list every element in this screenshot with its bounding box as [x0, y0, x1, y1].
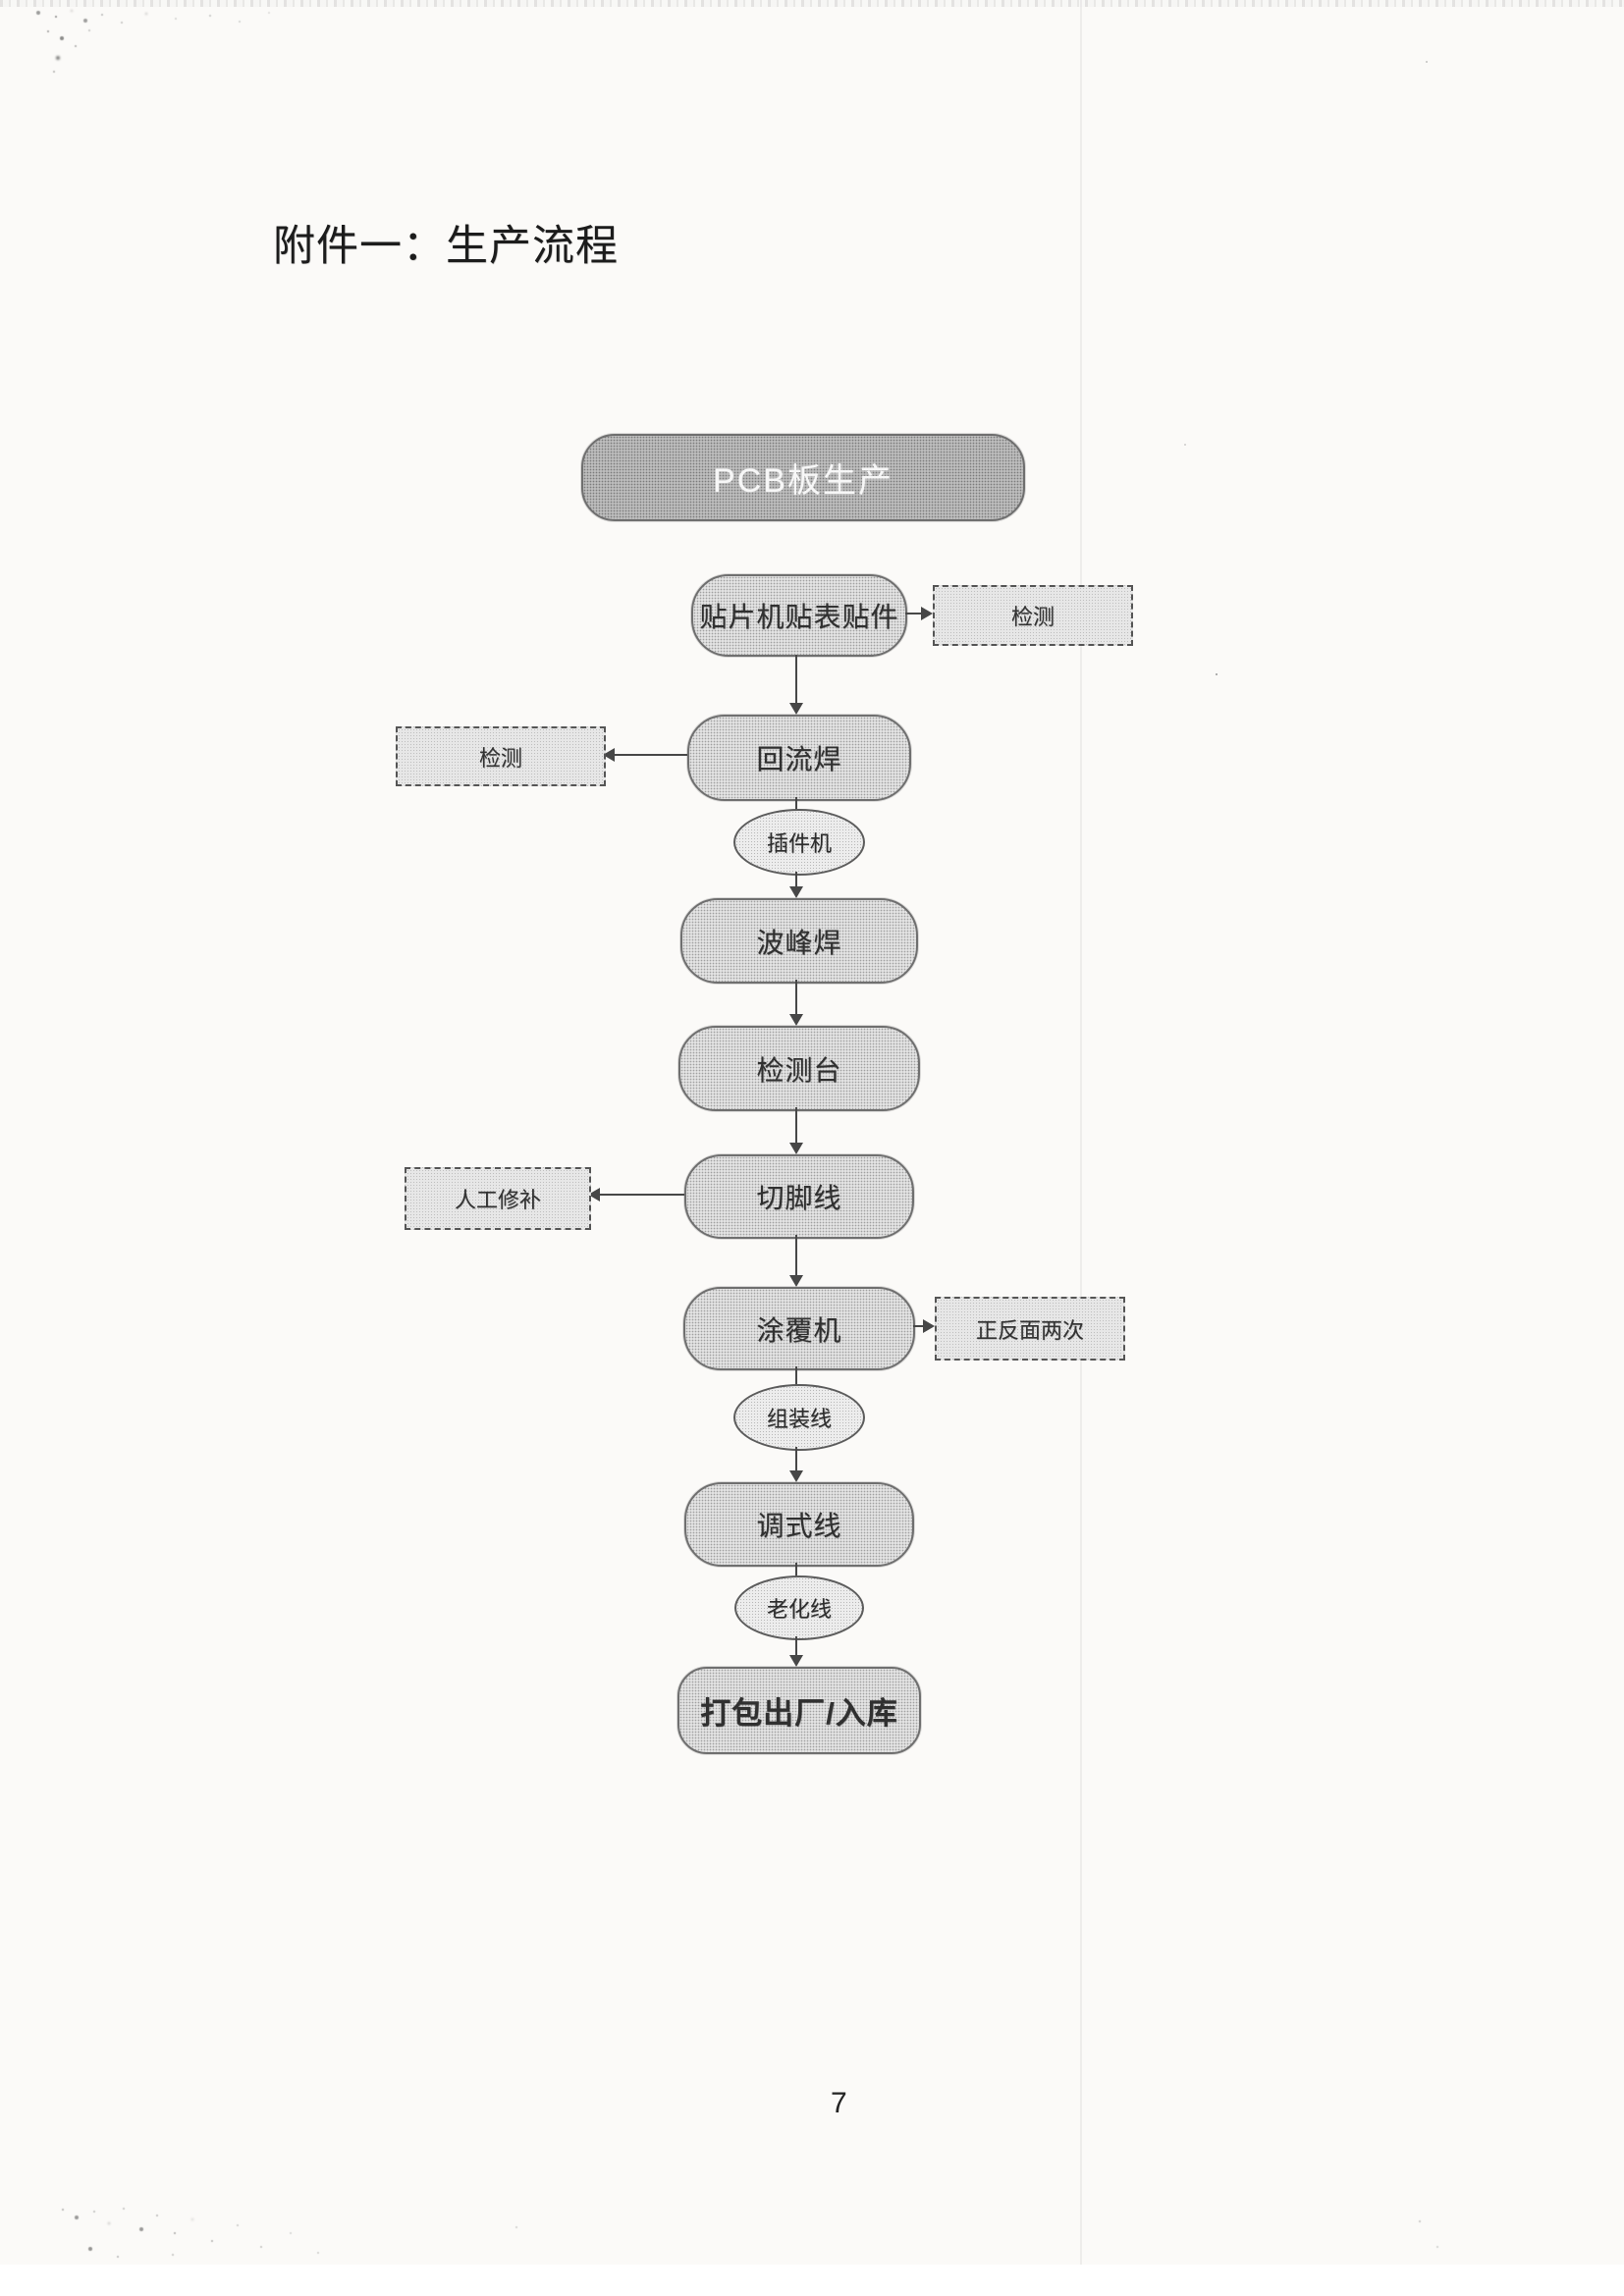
line-debug-to-aging — [795, 1563, 797, 1577]
arrow-smt-to-inspect — [905, 613, 923, 614]
arrow-wave-to-bench — [795, 980, 797, 1015]
side-box-inspect-left: 检测 — [396, 726, 606, 786]
arrow-inserter-to-wave — [795, 872, 797, 887]
arrowhead-right-icon — [921, 607, 933, 620]
node-packing-shipping: 打包出厂/入库 — [677, 1667, 921, 1754]
arrowhead-left-icon — [603, 748, 615, 762]
scan-smudge-bottom-left — [54, 2203, 56, 2205]
node-reflow-solder: 回流焊 — [687, 715, 911, 801]
page-number: 7 — [831, 2087, 847, 2119]
arrow-coating-to-bothsides — [913, 1325, 925, 1327]
node-pcb-production: PCB板生产 — [581, 434, 1025, 521]
node-wave-solder: 波峰焊 — [680, 898, 918, 984]
arrowhead-down-icon — [789, 1143, 803, 1154]
arrowhead-left-icon — [588, 1188, 600, 1201]
node-coating-machine: 涂覆机 — [683, 1287, 915, 1370]
arrow-bench-to-cut — [795, 1107, 797, 1144]
side-box-inspect-right: 检测 — [933, 585, 1133, 646]
scan-speck — [1216, 673, 1218, 675]
arrowhead-down-icon — [789, 1655, 803, 1667]
line-coating-to-assembly — [795, 1366, 797, 1386]
scan-speck — [1426, 61, 1428, 63]
scan-speck — [1184, 444, 1186, 446]
node-test-bench: 检测台 — [678, 1026, 920, 1111]
node-aging-line: 老化线 — [734, 1575, 864, 1640]
arrow-reflow-to-inspect — [615, 754, 687, 756]
node-assembly-line: 组装线 — [733, 1384, 865, 1451]
node-debug-line: 调式线 — [684, 1482, 914, 1567]
scan-smudge-top-left — [27, 6, 29, 8]
arrowhead-down-icon — [789, 703, 803, 715]
scan-fold-line — [1080, 0, 1082, 2296]
arrow-assembly-to-debug — [795, 1447, 797, 1471]
line-reflow-to-inserter — [795, 797, 797, 811]
node-inserter-machine: 插件机 — [733, 809, 865, 876]
arrow-cut-to-repair — [600, 1194, 684, 1196]
arrow-aging-to-packing — [795, 1636, 797, 1656]
arrowhead-down-icon — [789, 1275, 803, 1287]
side-box-manual-repair: 人工修补 — [405, 1167, 591, 1230]
arrow-cut-to-coating — [795, 1235, 797, 1276]
attachment-title: 附件一：生产流程 — [273, 224, 619, 270]
node-smt-placement: 贴片机贴表贴件 — [691, 574, 907, 657]
arrowhead-down-icon — [789, 886, 803, 898]
arrowhead-right-icon — [923, 1319, 935, 1333]
node-lead-cutting: 切脚线 — [684, 1154, 914, 1239]
arrowhead-down-icon — [789, 1470, 803, 1482]
scan-noise-top-edge — [0, 0, 1624, 7]
side-box-both-sides-twice: 正反面两次 — [935, 1297, 1125, 1361]
arrowhead-down-icon — [789, 1014, 803, 1026]
arrow-smt-to-reflow — [795, 655, 797, 704]
scan-bottom-margin — [0, 2265, 1624, 2296]
